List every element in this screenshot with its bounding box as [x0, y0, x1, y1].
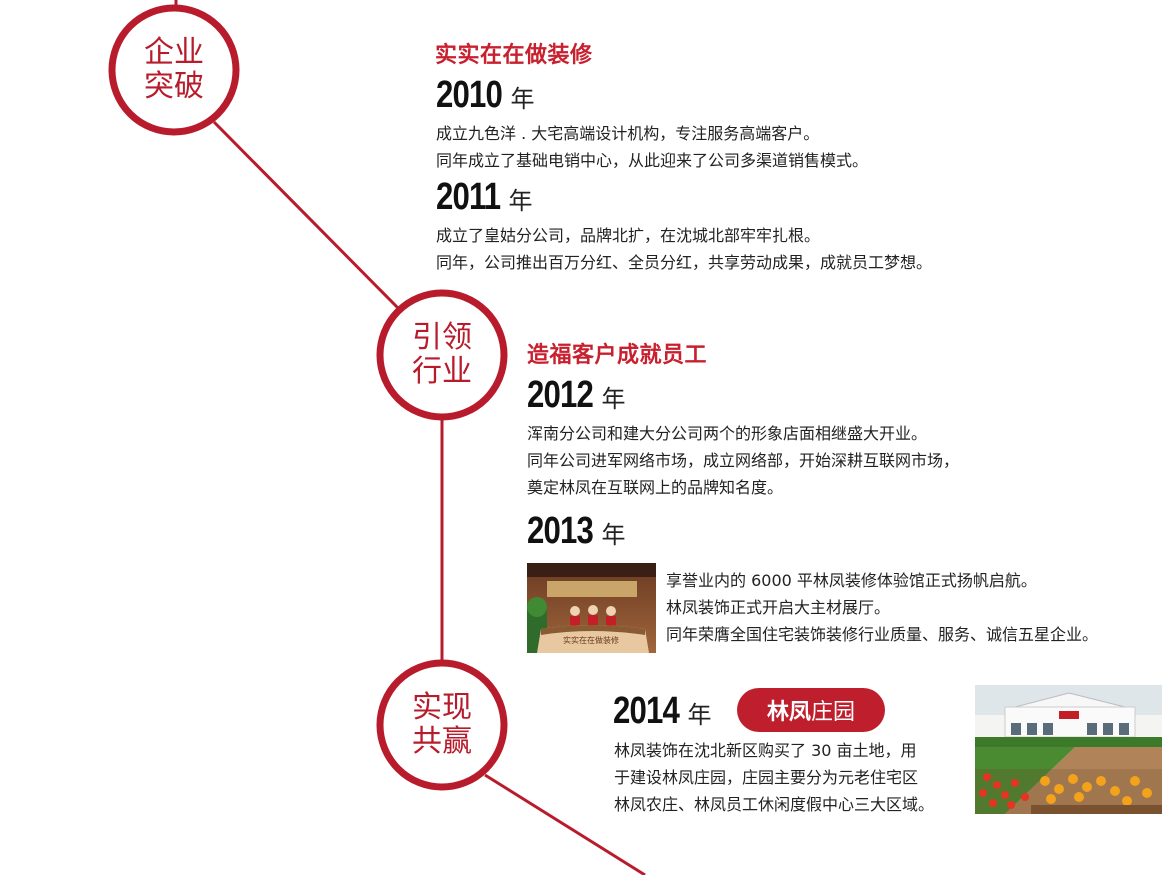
milestone-circle	[376, 659, 508, 791]
milestone-circle-label: 引领行业	[412, 320, 472, 389]
milestone-circle	[108, 4, 240, 136]
milestone-circle	[376, 289, 508, 421]
year-description: 享誉业内的 6000 平林凤装修体验馆正式扬帆启航。 林凤装饰正式开启大主材展厅…	[666, 571, 1099, 644]
year-description: 成立九色洋 . 大宅高端设计机构，专注服务高端客户。 同年成立了基础电销中心，从…	[436, 124, 869, 170]
section-title: 造福客户成就员工	[527, 343, 708, 368]
timeline-segment	[212, 120, 400, 310]
estate-badge: 林凤庄园	[737, 688, 885, 732]
year-description: 成立了皇姑分公司，品牌北扩，在沈城北部牢牢扎根。 同年，公司推出百万分红、全员分…	[436, 226, 933, 272]
section-title: 实实在在做装修	[435, 43, 593, 68]
milestone-circle-label: 实现共赢	[412, 690, 472, 759]
year-description: 浑南分公司和建大分公司两个的形象店面相继盛大开业。 同年公司进军网络市场，成立网…	[527, 424, 960, 497]
counter-sign-text: 实实在在做装修	[563, 635, 619, 645]
estate-photo	[975, 685, 1162, 814]
showroom-photo: 实实在在做装修	[527, 563, 656, 653]
year-description: 林凤装饰在沈北新区购买了 30 亩土地，用 于建设林凤庄园，庄园主要分为元老住宅…	[614, 741, 935, 814]
timeline-segment	[484, 773, 646, 875]
milestone-circle-label: 企业突破	[144, 35, 204, 104]
